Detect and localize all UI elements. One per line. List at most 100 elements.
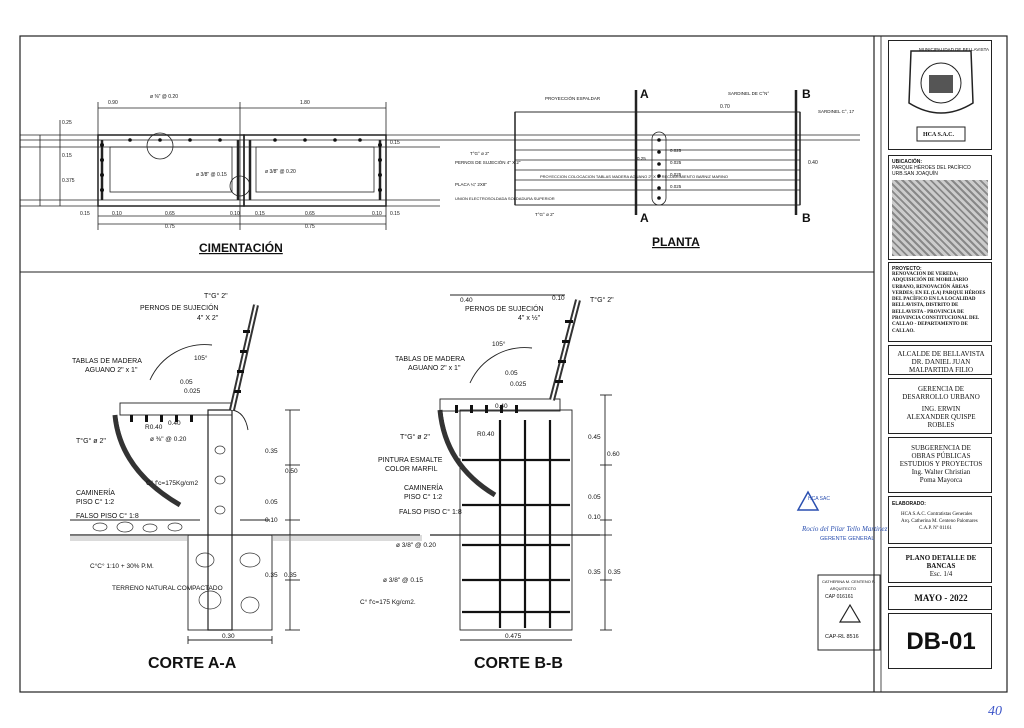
subgerencia-line-3: ESTUDIOS Y PROYECTOS [899, 460, 983, 468]
aa-label-r040: R0.40 [145, 424, 163, 431]
cim-dim-180: 1.80 [300, 100, 310, 106]
corte-bb-bolts [455, 320, 573, 413]
bb-label-pernos-size: 4" x ½" [518, 314, 541, 322]
cim-left-dim-3: 0.375 [62, 178, 75, 184]
aa-label-pernos-size: 4" X 2" [197, 315, 219, 322]
aa-dim-040: 0.40 [168, 420, 181, 427]
cim-bottom2-b: 0.75 [305, 224, 315, 230]
aa-dim-035b: 0.35 [265, 572, 278, 579]
cim-dim-090: 0.90 [108, 100, 118, 106]
aa-label-terreno: TERRENO NATURAL COMPACTADO [112, 585, 223, 592]
corte-aa-title: CORTE A-A [148, 655, 237, 672]
cim-bottom-dim-015b: 0.15 [255, 211, 265, 217]
alcalde-line-1: ALCALDE DE BELLAVISTA [897, 350, 985, 358]
elaborado-line-3: C.A.P. Nº 01161 [919, 526, 952, 531]
bb-dim-060: 0.60 [607, 451, 620, 458]
planta-label-sardinel: SARDINEL DE C°N° [728, 91, 769, 96]
corte-bb-drawing [430, 294, 612, 641]
planta-dim-4: 0.025 [670, 184, 682, 189]
cim-dim-015: 0.15 [390, 140, 400, 146]
planta-dim-3: 0.025 [670, 172, 682, 177]
planta-dim-2: 0.025 [670, 160, 682, 165]
aa-label-tubo: T°G° ø 2" [76, 437, 106, 445]
planta-label-union: UNION ELECTROSOLDADA SOLDADURA SUPERIOR [455, 196, 555, 201]
bb-label-bar-015: ø 3/8" @ 0.15 [383, 577, 423, 584]
gerencia-line-1: GERENCIA DE [917, 385, 965, 393]
subgerencia-line-1: SUBGERENCIA DE [911, 444, 971, 452]
cim-bar2: ø 3/8" @ 0.20 [265, 169, 296, 175]
bb-dim-0025: 0.025 [510, 381, 527, 388]
elaborado-line-1: HCA S.A.C. Contratistas Generales [901, 512, 973, 517]
plano-line-1: PLANO DETALLE DE [905, 554, 977, 562]
cimentacion-title: CIMENTACIÓN [199, 240, 283, 255]
planta-label-sardinel-2: SARDINEL C°, 17 [818, 109, 855, 114]
page-number: 40 [988, 704, 1002, 719]
aa-angle: 105° [194, 354, 208, 362]
stamp-cap: CAP 016161 [825, 594, 853, 600]
aa-dim-010: 0.10 [265, 517, 278, 524]
corte-aa-stones [92, 445, 261, 614]
plano-codigo: DB-01 [906, 628, 976, 655]
cim-bottom-dim-010: 0.10 [112, 211, 122, 217]
bb-label-aguano: AGUANO 2" x 1" [408, 365, 461, 372]
bb-dim-035b: 0.35 [608, 569, 621, 576]
aa-dim-035c: 0.35 [284, 572, 297, 579]
alcalde-cell: ALCALDE DE BELLAVISTA DR. DANIEL JUAN MA… [888, 345, 992, 375]
stamp-arq-title: ARQUITECTO [830, 586, 856, 591]
planta-label-tablas: PROYECCION COLOCACION TABLAS MADERA AGUA… [540, 174, 728, 179]
elaborado-cell: ELABORADO: HCA S.A.C. Contratistas Gener… [888, 496, 992, 544]
bb-label-pernos: PERNOS DE SUJECIÓN [465, 304, 544, 313]
bb-angle: 105° [492, 340, 506, 348]
planta-label-placa: PLACA ¼" 2X8" [455, 182, 487, 187]
bb-dim-035a: 0.35 [588, 569, 601, 576]
stamp-cap-rl: CAP-RL 8516 [825, 634, 859, 640]
subgerencia-line-5: Poma Mayorca [919, 476, 963, 484]
planta-bolts [657, 138, 661, 200]
bb-label-concreto: C° f'c=175 Kg/cm2. [360, 598, 416, 606]
aa-label-tubo2: T°G° 2" [204, 292, 228, 300]
corte-aa-drawing [70, 304, 420, 644]
corte-bb-title: CORTE B-B [474, 655, 563, 672]
aa-label-pernos: PERNOS DE SUJECIÓN [140, 303, 219, 312]
aa-label-tablas: TABLAS DE MADERA [72, 358, 142, 365]
aa-label-concreto: C° f'c=175Kg/cm2 [146, 479, 198, 487]
bb-label-pintura: PINTURA ESMALTE [378, 457, 443, 464]
cim-bar-label: ø ⅜" @ 0.20 [150, 94, 178, 100]
planta-label-tubo-1: T°G° ø 2" [470, 151, 490, 156]
bb-label-falso-piso: FALSO PISO C° 1:8 [399, 508, 462, 516]
bb-dim-040: 0.40 [460, 297, 473, 304]
subgerencia-cell: SUBGERENCIA DE OBRAS PÚBLICAS ESTUDIOS Y… [888, 437, 992, 493]
proyecto-label: PROYECTO: [892, 266, 922, 272]
planta-label-proyeccion: PROYECCIÓN ESPALDAR [545, 95, 601, 101]
aa-dim-050: 0.50 [285, 468, 298, 475]
gerencia-line-5: ROBLES [927, 421, 955, 429]
aa-label-aguano: AGUANO 2" x 1" [85, 367, 138, 374]
bb-dim-040b: 0.40 [495, 403, 508, 410]
architect-stamp: CATHERINA M. CENTENO P. ARQUITECTO CAP 0… [817, 574, 881, 651]
bb-dim-045: 0.45 [588, 434, 601, 441]
aa-label-piso: PISO C° 1:2 [76, 498, 114, 506]
bb-label-tablas: TABLAS DE MADERA [395, 356, 465, 363]
bb-label-tubo2: T°G° 2" [590, 296, 614, 304]
planta-drawing [440, 90, 860, 215]
titleblock-logos: MUNICIPALIDAD DE BELLAVISTA HCA S.A.C. [888, 40, 992, 150]
planta-cut-a-bottom: A [640, 211, 649, 225]
plano-line-3: Esc. 1/4 [929, 570, 953, 578]
elaborado-label: ELABORADO: [892, 501, 926, 507]
ubicacion-cell: UBICACIÓN: PARQUE HÉROES DEL PACÍFICO UR… [888, 155, 992, 260]
planta-cut-b-top: B [802, 87, 811, 101]
stamp-hca: HCA SAC [808, 496, 830, 502]
bb-label-tubo: T°G° ø 2" [400, 433, 430, 441]
gerencia-line-3: ING. ERWIN [921, 405, 961, 413]
planta-title: PLANTA [652, 235, 700, 249]
planta-label-pernos: PERNOS DE SUJECIÓN 4" X 2" [455, 159, 521, 165]
bb-dim-010b: 0.10 [588, 514, 601, 521]
bb-label-bar-020: ø 3/8" @ 0.20 [396, 542, 436, 549]
alcalde-line-2: DR. DANIEL JUAN [911, 358, 971, 366]
gerencia-cell: GERENCIA DE DESARROLLO URBANO ING. ERWIN… [888, 378, 992, 434]
aa-dim-0025: 0.025 [184, 388, 201, 395]
planta-dim-070: 0.70 [720, 104, 730, 110]
sheet-border [19, 35, 1008, 693]
gerencia-line-2: DESARROLLO URBANO [902, 393, 980, 401]
